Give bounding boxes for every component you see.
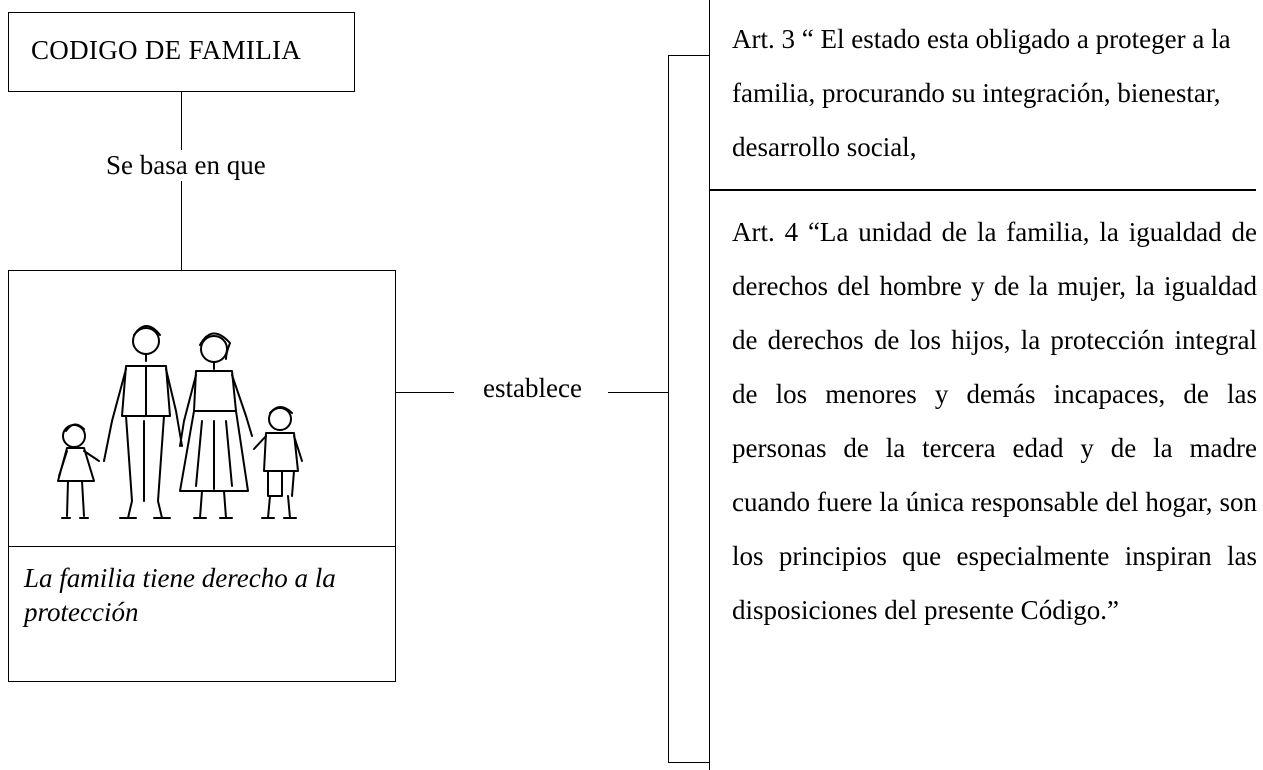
father-figure bbox=[103, 325, 183, 519]
connector-label-se-basa: Se basa en que bbox=[104, 150, 268, 181]
mother-figure bbox=[179, 332, 253, 519]
boy-figure bbox=[253, 406, 303, 519]
article-4-text: Art. 4 “La unidad de la familia, la igua… bbox=[732, 217, 1257, 625]
title-box: CODIGO DE FAMILIA bbox=[8, 12, 355, 92]
family-card: La familia tiene derecho a la protección bbox=[8, 270, 396, 682]
article-3-box: Art. 3 “ El estado esta obligado a prote… bbox=[709, 0, 1256, 190]
connector-establece-to-bracket bbox=[608, 392, 668, 393]
family-caption: La familia tiene derecho a la protección bbox=[24, 563, 336, 627]
article-3-text: Art. 3 “ El estado esta obligado a prote… bbox=[732, 24, 1231, 162]
caption-divider bbox=[9, 546, 395, 547]
connector-label-establece: establece bbox=[483, 373, 582, 403]
bracket-bottom-arm bbox=[668, 762, 709, 763]
bracket-top-arm bbox=[668, 55, 709, 56]
bracket-spine bbox=[668, 55, 669, 762]
connector-title-to-family bbox=[181, 92, 182, 270]
diagram-title: CODIGO DE FAMILIA bbox=[31, 35, 302, 65]
girl-figure bbox=[57, 423, 100, 519]
family-illustration bbox=[57, 325, 303, 519]
article-4-box: Art. 4 “La unidad de la familia, la igua… bbox=[709, 190, 1257, 770]
connector-family-to-establece bbox=[396, 392, 454, 393]
